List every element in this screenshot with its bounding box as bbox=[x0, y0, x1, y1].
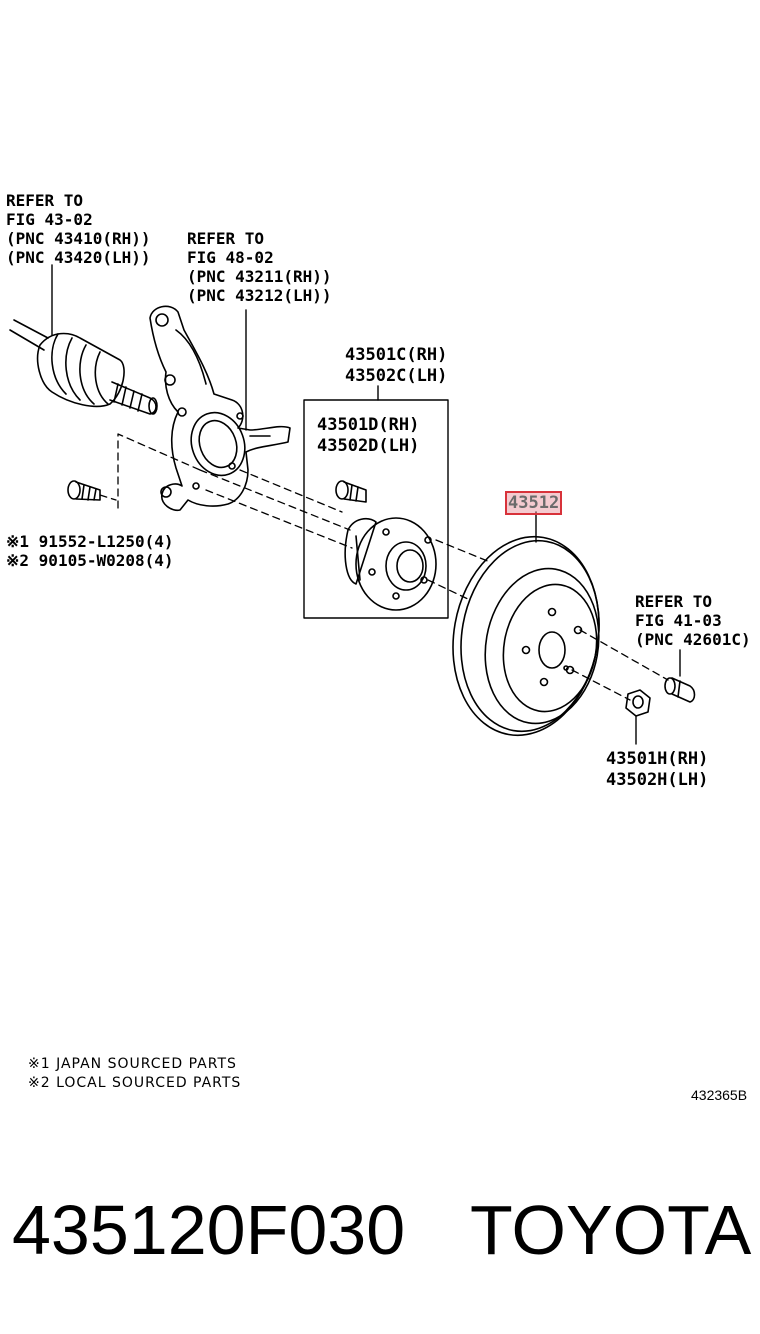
note-local: ※2 LOCAL SOURCED PARTS bbox=[28, 1075, 242, 1091]
knuckle-ref-line-3[interactable]: (PNC 43211(RH)) bbox=[187, 267, 332, 286]
drive-shaft-ref-line-1: REFER TO bbox=[6, 191, 84, 210]
assembly-lines bbox=[99, 433, 669, 701]
hub-assembly-box bbox=[303, 399, 449, 619]
figure-id: 432365B bbox=[691, 1087, 748, 1103]
hub-nut-ref-line-3[interactable]: (PNC 42601C) bbox=[635, 630, 751, 649]
steering-knuckle-icon bbox=[149, 305, 291, 512]
knuckle-ref-line-4[interactable]: (PNC 43212(LH)) bbox=[187, 286, 332, 305]
hub-nut-label-lh[interactable]: 43502H(LH) bbox=[606, 770, 709, 790]
wheel-nut-icon bbox=[664, 677, 696, 703]
hub-nut-ref-line-2: FIG 41-03 bbox=[635, 611, 722, 630]
bolt-japan-label[interactable]: ※1 91552-L1250(4) bbox=[6, 532, 174, 551]
hub-bolt-label-rh[interactable]: 43501D(RH) bbox=[317, 415, 420, 435]
brake-disc-icon bbox=[452, 535, 600, 737]
hub-bolt-icon bbox=[335, 480, 367, 503]
hub-nut-icon bbox=[625, 689, 651, 717]
hub-bolt-label-lh[interactable]: 43502D(LH) bbox=[317, 436, 420, 456]
knuckle-bolt-icon bbox=[67, 480, 101, 501]
drive-shaft-ref-line-2: FIG 43-02 bbox=[6, 210, 93, 229]
hub-bearing-icon bbox=[344, 517, 437, 611]
bolt-local-label[interactable]: ※2 90105-W0208(4) bbox=[6, 551, 174, 570]
drive-shaft-ref-line-4[interactable]: (PNC 43420(LH)) bbox=[6, 248, 151, 267]
hub-assembly-label-rh[interactable]: 43501C(RH) bbox=[345, 345, 448, 365]
drive-shaft-ref-line-3[interactable]: (PNC 43410(RH)) bbox=[6, 229, 151, 248]
note-japan: ※1 JAPAN SOURCED PARTS bbox=[28, 1056, 237, 1072]
hub-nut-ref-line-1: REFER TO bbox=[635, 592, 713, 611]
knuckle-ref-line-2: FIG 48-02 bbox=[187, 248, 274, 267]
footer-brand: TOYOTA bbox=[470, 1191, 752, 1269]
hub-nut-label-rh[interactable]: 43501H(RH) bbox=[606, 749, 709, 769]
knuckle-ref-line-1: REFER TO bbox=[187, 229, 265, 248]
hub-assembly-label-lh[interactable]: 43502C(LH) bbox=[345, 366, 448, 386]
drive-shaft-icon bbox=[9, 319, 158, 415]
footer-part-number: 435120F030 bbox=[12, 1191, 406, 1269]
highlighted-part-label[interactable]: 43512 bbox=[505, 491, 563, 515]
